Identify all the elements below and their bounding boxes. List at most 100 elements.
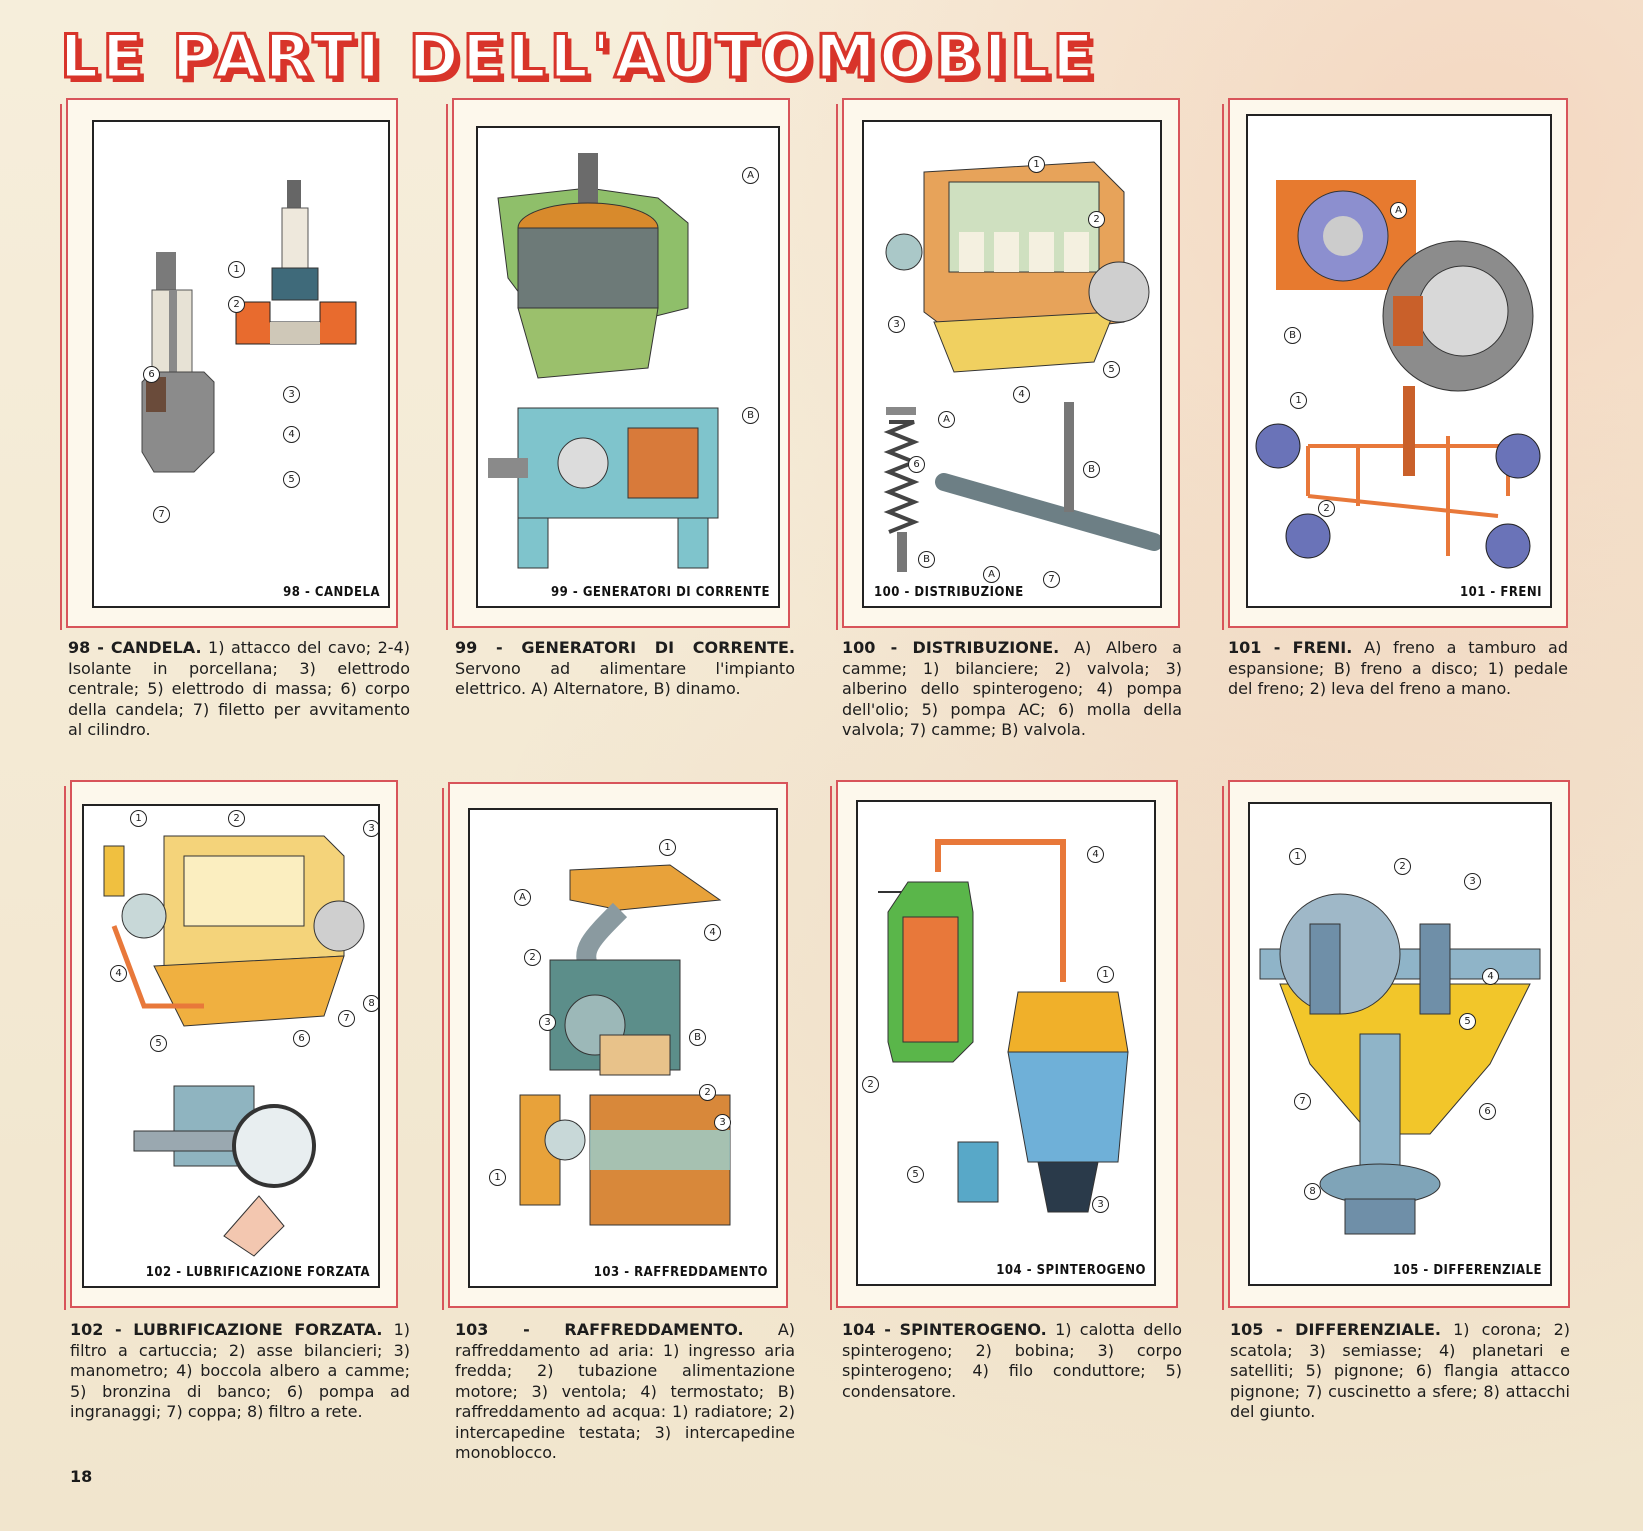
callout-label: B [1284,327,1301,344]
description-heading: 105 - DIFFERENZIALE. [1230,1320,1441,1339]
description-103: 103 - RAFFREDDAMENTO. A) raffreddamento … [455,1320,795,1464]
card-caption: 99 - GENERATORI DI CORRENTE [551,585,770,600]
callout-label: 2 [699,1084,716,1101]
callout-label: 2 [1088,211,1105,228]
description-text: Servono ad alimentare l'impianto elettri… [455,658,795,699]
callout-label: 7 [338,1010,355,1027]
callout-label: 4 [110,965,127,982]
callout-label: 1 [1097,966,1114,983]
description-101: 101 - FRENI. A) freno a tamburo ad espan… [1228,638,1568,700]
callout-label: A [1390,202,1407,219]
illustration-card-99: 99 - GENERATORI DI CORRENTE A B [476,126,780,608]
callout-label: 6 [908,456,925,473]
cooling-illustration [519,864,731,1226]
description-heading: 101 - FRENI. [1228,638,1353,657]
description-104: 104 - SPINTEROGENO. 1) calotta dello spi… [842,1320,1182,1402]
description-text: A) raffreddamento ad aria: 1) ingresso a… [455,1320,795,1462]
callout-label: A [742,167,759,184]
callout-label: 1 [228,261,245,278]
callout-label: 7 [153,506,170,523]
description-text: A) Albero a camme; 1) bilanciere; 2) val… [842,638,1182,739]
callout-label: B [689,1029,706,1046]
description-heading: 104 - SPINTEROGENO. [842,1320,1047,1339]
callout-label: 5 [1103,361,1120,378]
callout-label: 4 [704,924,721,941]
description-heading: 100 - DISTRIBUZIONE. [842,638,1060,657]
callout-label: 3 [888,316,905,333]
differential-illustration [1259,893,1541,1235]
callout-label: 1 [659,839,676,856]
callout-label: A [514,889,531,906]
description-heading: 99 - GENERATORI DI CORRENTE. [455,638,795,657]
callout-label: 2 [228,296,245,313]
callout-label: 2 [862,1076,879,1093]
spark-plug-illustration [141,180,357,473]
callout-label: 1 [1028,156,1045,173]
page-number: 18 [70,1467,93,1486]
callout-label: 4 [1013,386,1030,403]
callout-label: A [938,411,955,428]
callout-label: 2 [228,810,245,827]
card-caption: 102 - LUBRIFICAZIONE FORZATA [145,1265,370,1280]
generator-illustration [488,153,719,569]
card-caption: 103 - RAFFREDDAMENTO [593,1265,768,1280]
card-caption: 98 - CANDELA [283,585,380,600]
callout-label: 5 [907,1166,924,1183]
description-heading: 102 - LUBRIFICAZIONE FORZATA. [70,1320,383,1339]
card-caption: 104 - SPINTEROGENO [996,1263,1146,1278]
card-caption: 100 - DISTRIBUZIONE [874,585,1024,600]
callout-label: 3 [539,1014,556,1031]
callout-label: A [983,566,1000,583]
callout-label: 6 [143,366,160,383]
description-99: 99 - GENERATORI DI CORRENTE. Servono ad … [455,638,795,700]
description-text: 1) attacco del cavo; 2-4) Isolante in po… [68,638,411,739]
callout-label: B [1083,461,1100,478]
callout-label: 4 [1087,846,1104,863]
callout-label: 8 [363,995,378,1012]
card-caption: 105 - DIFFERENZIALE [1392,1263,1542,1278]
description-heading: 98 - CANDELA. [68,638,202,657]
illustration-card-98: 98 - CANDELA 1 2 3 4 5 6 7 [92,120,390,608]
distributor-illustration [878,839,1129,1213]
description-text: A) freno a tamburo ad espansione; B) fre… [1228,638,1569,698]
callout-label: 5 [150,1035,167,1052]
description-text: 1) corona; 2) scatola; 3) semiasse; 4) p… [1230,1320,1571,1421]
callout-label: 1 [1290,392,1307,409]
callout-label: 8 [1304,1183,1321,1200]
callout-label: B [742,407,759,424]
illustration-card-104: 104 - SPINTEROGENO 4 1 2 5 3 [856,800,1156,1286]
description-heading: 103 - RAFFREDDAMENTO. [455,1320,744,1339]
description-100: 100 - DISTRIBUZIONE. A) Albero a camme; … [842,638,1182,741]
page-title: LE PARTI DELL'AUTOMOBILE [59,21,1098,94]
description-105: 105 - DIFFERENZIALE. 1) corona; 2) scato… [1230,1320,1570,1423]
callout-label: 6 [293,1030,310,1047]
callout-label: 3 [1092,1196,1109,1213]
description-text: 1) filtro a cartuccia; 2) asse bilancier… [70,1320,410,1421]
callout-label: 6 [1479,1103,1496,1120]
callout-label: 4 [283,426,300,443]
callout-label: 3 [283,386,300,403]
engine-distribution-illustration [883,161,1160,572]
description-text: 1) calotta dello spinterogeno; 2) bobina… [842,1320,1182,1401]
callout-label: 5 [283,471,300,488]
description-98: 98 - CANDELA. 1) attacco del cavo; 2-4) … [68,638,410,741]
callout-label: 2 [524,949,541,966]
brakes-illustration [1255,180,1541,569]
callout-label: 1 [130,810,147,827]
callout-label: 7 [1294,1093,1311,1110]
lubrication-illustration [103,835,365,1257]
callout-label: 3 [714,1114,731,1131]
callout-label: 3 [363,820,378,837]
callout-label: B [918,551,935,568]
callout-label: 1 [1289,848,1306,865]
callout-label: 5 [1459,1013,1476,1030]
callout-label: 2 [1318,500,1335,517]
callout-label: 3 [1464,873,1481,890]
description-102: 102 - LUBRIFICAZIONE FORZATA. 1) filtro … [70,1320,410,1423]
callout-label: 7 [1043,571,1060,588]
